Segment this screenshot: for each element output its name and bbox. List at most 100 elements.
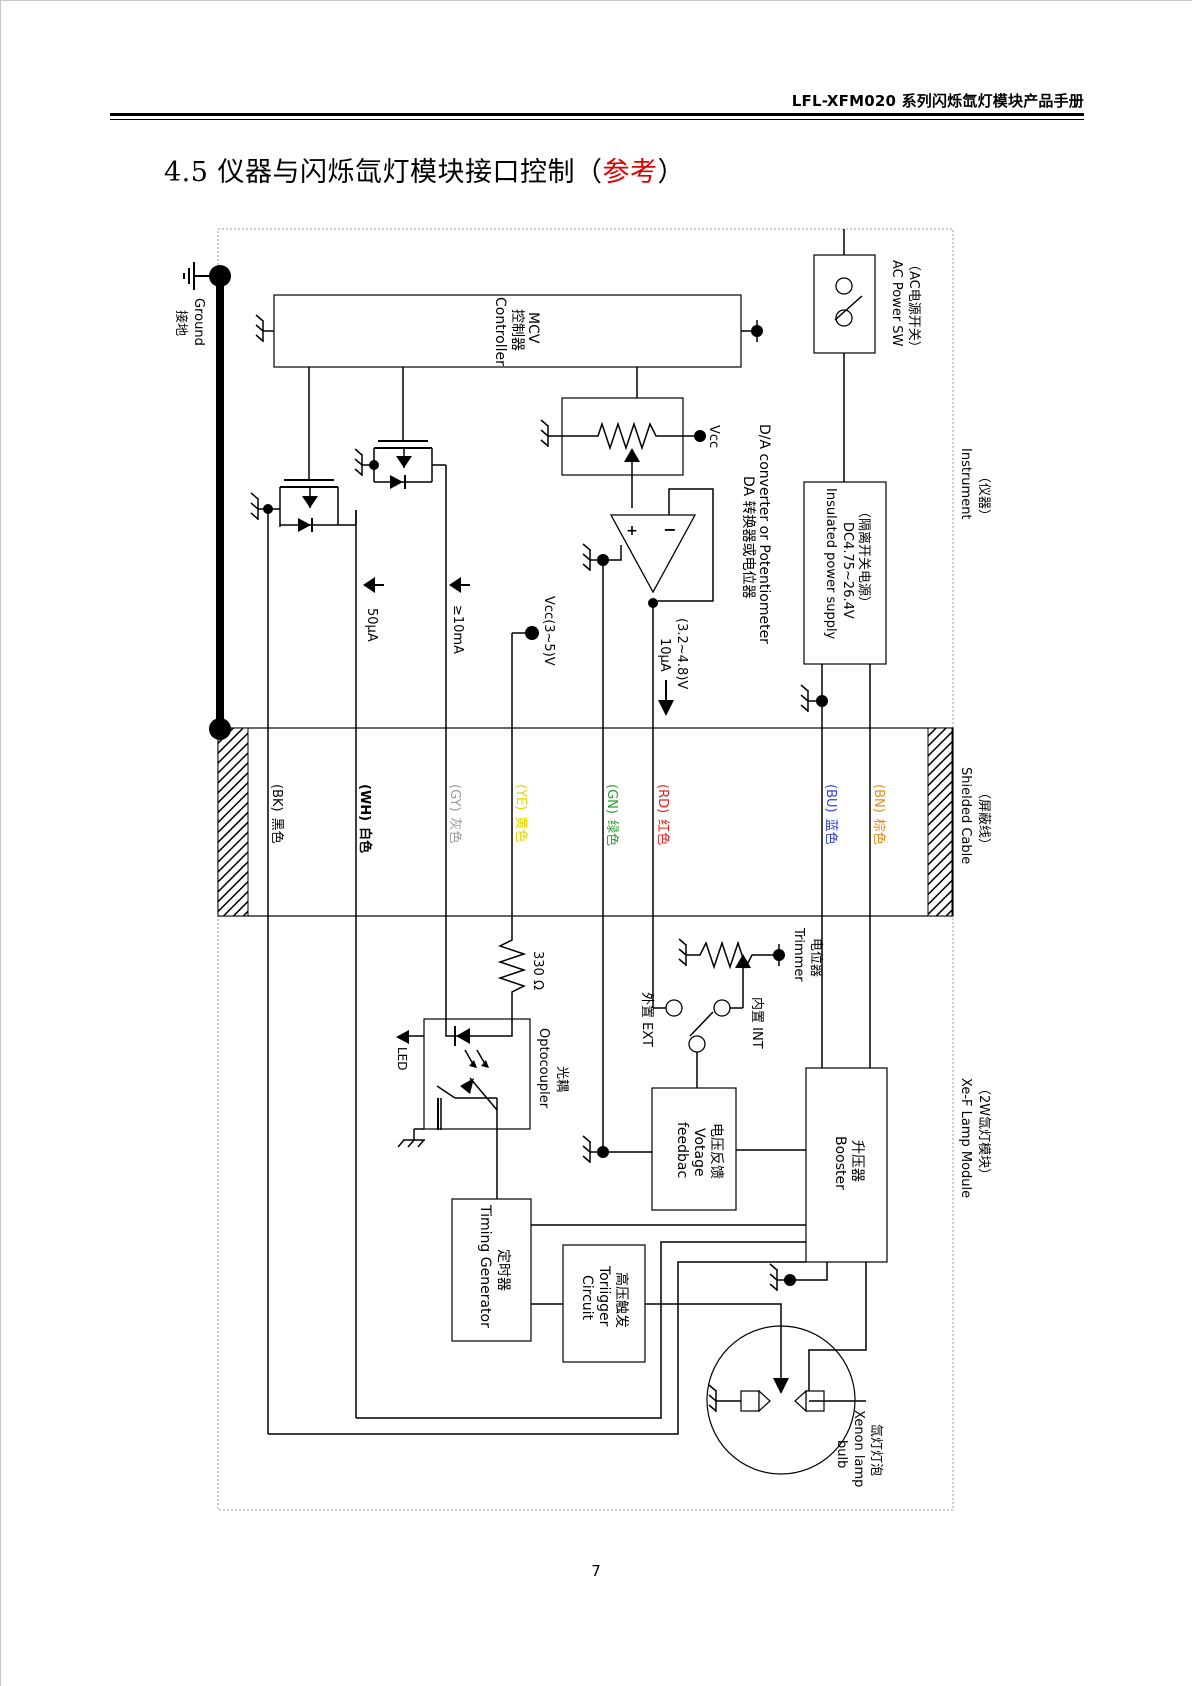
lamp-ground [708,1384,741,1412]
title-note: 参考 [602,157,658,188]
psu-label-en: Insulated power supply [823,488,838,640]
trigger-label-3: Circuit [579,1275,595,1321]
ext-label: 外置 EXT [639,992,654,1047]
voltage-current-label: 10μA [657,638,672,672]
wire-labels: (BN)棕色 (BU)蓝色 (RD)红色 (GN)绿色 (YE)黄色 (GY)灰… [269,784,887,853]
da-potentiometer [548,421,700,451]
wire-label-bk: (BK)黑色 [269,784,285,844]
current-10ma-label: ≥10mA [450,605,465,654]
section-title-main: 仪器与闪烁氙灯模块接口控制 [217,157,576,188]
optocoupler-box [423,1018,531,1130]
ac-switch-label-zh: （AC电源开关） [906,258,921,354]
feedback-ground [582,1135,603,1163]
ac-switch-contact-top [835,277,853,295]
booster-box [805,1067,888,1263]
wire-label-bn: (BN)棕色 [871,784,887,845]
ground-label-zh: 接地 [173,310,189,336]
mosfet-2 [369,367,446,489]
timing-generator-box [451,1198,532,1342]
title-open-paren: （ [575,157,603,188]
trimmer-resistor [686,940,779,970]
ground-symbol-main [183,262,209,290]
voltage-feedback-box [651,1087,737,1211]
module-section-label-zh: （2W氙灯模块） [976,1082,991,1181]
feedback-label-en1: Votage [691,1128,707,1177]
op-amp-feedback-wire [653,488,714,602]
cable-section-label-en: Shielded Cable [958,767,973,864]
lamp-label-en1: Xenon lamp [851,1410,866,1487]
da-ground [540,419,549,447]
da-label-zh: DA 转换器或电位器 [740,476,757,599]
current-50ua-label: 50μA [364,608,379,642]
section-number: 4.5 [164,157,209,188]
booster-label-zh: 升压器 [849,1140,865,1182]
op-amp-minus: − [663,520,676,539]
header-rule-thin [110,119,1084,120]
psu-label-zh: （隔离开关电源） [856,505,872,609]
optocoupler-label-zh: 光耦 [554,1066,569,1092]
wiper-arrow [624,448,640,462]
trigger-label-2: Toriigger [596,1265,612,1327]
xenon-lamp-bulb [706,1325,856,1475]
optocoupler-label-en: Optocoupler [536,1028,551,1109]
lamp-electrode-left [740,1390,760,1412]
running-header: LFL-XFM020 系列闪烁氙灯模块产品手册 [791,92,1084,110]
da-vcc-label: Vcc [706,425,721,448]
feedback-label-en2: feedbac [674,1122,690,1178]
page-edge-top [0,0,1192,1]
int-label: 内置 INT [749,997,765,1049]
mcv-label-1: MCV [525,312,541,344]
int-contact [713,999,731,1017]
optocoupler-transistor [436,1077,498,1130]
ac-switch-label-en: AC Power SW [889,260,904,347]
ac-power-switch [813,254,876,354]
title-close-paren: ） [657,157,686,188]
opto-ground [397,1129,425,1148]
cable-section-frame [217,727,954,917]
ground-node-top [209,265,231,287]
wire-label-gn: (GN)绿色 [604,784,620,846]
wire-label-gy: (GY)灰色 [447,784,463,844]
wire-label-bu: (BU)蓝色 [823,784,839,845]
wire-label-ye: (YE)黄色 [513,784,529,842]
timing-label-en: Timing Generator [477,1204,493,1328]
selector-lever [689,1011,714,1037]
op-amp-ground [582,543,603,571]
ground-node-bottom [209,718,231,740]
mcv-ground-symbol [255,314,274,342]
feedback-label-zh: 电压反馈 [708,1123,724,1179]
mosfet-1-ground [250,492,268,520]
resistor-330 [497,932,527,1022]
psu-ground [800,684,822,712]
booster-ground [769,1263,790,1291]
cable-section-label-zh: （屏蔽线） [976,786,991,851]
mcv-label-2: 控制器 [509,309,525,351]
module-section-label-en: Xe-F Lamp Module [958,1078,973,1198]
voltage-range-label: (3.2~4.8)V [674,618,689,689]
current-arrow-10ma [449,577,470,593]
da-label-en: D/A converter or Potentiometer [756,424,772,644]
wire-label-rd: (RD)红色 [655,784,671,845]
resistor-label: 330 Ω [530,951,545,990]
da-vcc-node [694,430,706,442]
booster-label-en: Booster [832,1136,848,1190]
led-label: LED [395,1047,409,1071]
lamp-label-en2: bulb [834,1440,849,1468]
selector-common [688,1035,706,1053]
ac-switch-contact-bottom [835,309,853,327]
ac-switch-lever [834,295,863,321]
mosfet-1 [263,367,357,532]
mosfet-2-ground [354,448,374,476]
lamp-label-zh: 氙灯灯泡 [868,1424,883,1476]
header-rule-thick [110,113,1084,116]
op-amp-plus: + [626,523,638,539]
page-edge-left [0,0,1,1686]
mcv-label-3: Controller [492,297,508,366]
trimmer-ground [678,938,687,966]
cable-shield-hatch-right [927,727,953,917]
ground-label-en: Ground [191,298,206,346]
psu-label-range: DC4.75~26.4V [840,522,855,619]
trimmer-label-en: Trimmer [791,927,806,982]
section-title: 4.5 仪器与闪烁氙灯模块接口控制（参考） [164,150,685,189]
